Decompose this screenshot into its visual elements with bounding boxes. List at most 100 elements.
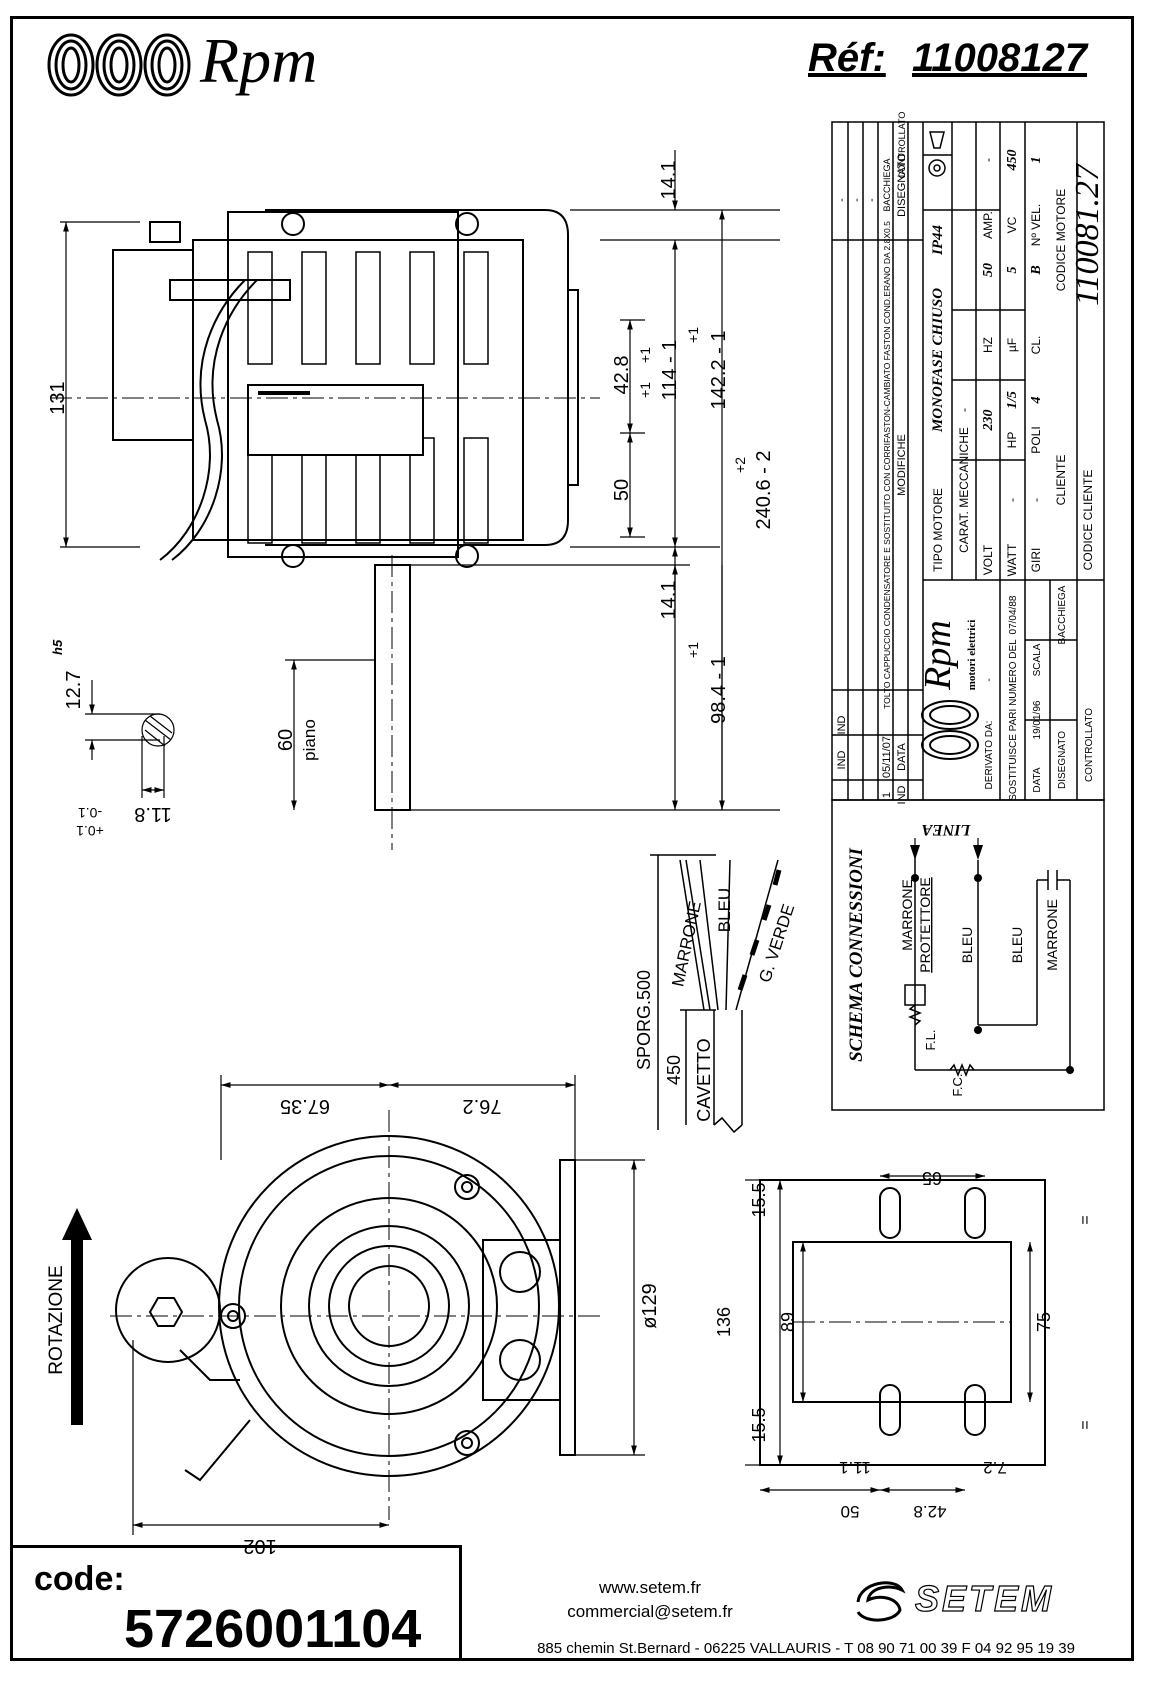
schema-marrone-2: MARRONE [1044, 899, 1060, 971]
cable-detail [650, 854, 779, 1134]
cable-verde: G. VERDE [755, 902, 798, 985]
cable-sporg: SPORG.500 [634, 970, 654, 1070]
drawing-frame [10, 16, 1134, 1661]
rev-dash-3: - [866, 198, 878, 202]
label-cl: CL. [1029, 336, 1043, 355]
schema-bleu-2: BLEU [1009, 927, 1025, 964]
label-cliente: CLIENTE [1054, 455, 1068, 506]
label-codice-motore: CODICE MOTORE [1054, 189, 1068, 291]
code-box [10, 1545, 462, 1661]
title-block [831, 121, 1105, 801]
rev-header-controllato: CONTROLLATO [897, 112, 907, 179]
value-disegnato: BACCHIEGA [1057, 585, 1068, 644]
titleblock-coil-logo [921, 700, 979, 760]
code-number: 5726001104 [124, 1599, 422, 1659]
ref-label: Réf: [808, 36, 886, 80]
dim-136: 136 [714, 1307, 734, 1337]
value-cl: B [1029, 265, 1044, 275]
dim-67-35: 67.35 [280, 1095, 330, 1117]
schema-title: SCHEMA CONNESSIONI [846, 847, 867, 1061]
motor-front-view [115, 1135, 576, 1482]
value-hp: 1/5 [1005, 391, 1020, 409]
label-hp: HP [1005, 432, 1019, 449]
carat-dash: - [957, 408, 971, 412]
value-poli: 4 [1029, 397, 1044, 405]
website-link[interactable]: www.setem.fr [598, 1578, 702, 1597]
dim-eq-bottom: = [1077, 1420, 1094, 1429]
dim-42-8-tol: +1 [637, 347, 653, 363]
dim-240-6: 240.6 - 2 [753, 451, 775, 530]
address: 885 chemin St.Bernard - 06225 VALLAURIS … [537, 1640, 1075, 1657]
value-codice-motore: 110081.27 [1069, 162, 1106, 306]
titleblock-rpm: Rpm [917, 620, 959, 691]
schema-bleu-1: BLEU [959, 927, 975, 964]
connection-schema-box [831, 799, 1105, 1111]
dim-piano: piano [300, 719, 319, 761]
dim-11-8-tol-a: -0.1 [78, 805, 102, 821]
dim-15-5-bottom: 15.5 [749, 1407, 769, 1442]
projection-symbol-icon [928, 131, 946, 177]
label-sostituisce: SOSTITUISCE PARI NUMERO DEL [1008, 639, 1019, 801]
cable-450: 450 [664, 1055, 684, 1085]
rev1-text: TOLTO CAPPUCCIO CONDENSATORE E SOSTITUIT… [882, 221, 892, 709]
label-volt: VOLT [981, 544, 995, 575]
dim-42-8: 42.8 [611, 356, 633, 395]
label-codice-cliente: CODICE CLIENTE [1081, 470, 1095, 571]
motor-side-view [112, 209, 579, 811]
label-carat: CARAT. MECCANICHE [957, 427, 971, 553]
dim-42-8-b: 42.8 [913, 1502, 946, 1521]
rotation-arrow-icon [62, 1208, 92, 1425]
value-derivato: - [984, 678, 995, 681]
cable-bleu: BLEU [715, 888, 734, 932]
value-amp: - [981, 158, 995, 162]
dim-142-2-tol: +1 [685, 327, 701, 343]
label-hz: HZ [981, 337, 995, 353]
dim-50: 50 [611, 479, 633, 501]
rev-header-ind: IND [836, 715, 848, 734]
rev1-date: 05/11/07 [881, 736, 893, 778]
schema-fc: F.C. [950, 1073, 965, 1096]
label-watt: WATT [1005, 543, 1019, 576]
label-tipo-motore: TIPO MOTORE [931, 488, 945, 572]
dim-11-8: 11.8 [134, 803, 171, 825]
dim-114-tol: +1 [637, 382, 653, 398]
dim-12-7: 12.7 [63, 671, 85, 710]
label-controllato: CONTROLLATO [1084, 708, 1095, 782]
email-link[interactable]: commercial@setem.fr [567, 1602, 733, 1621]
dim-142-2: 142.2 - 1 [708, 331, 730, 410]
dim-14-1-top: 14.1 [658, 161, 680, 200]
dim-eq-top: = [1077, 1215, 1094, 1224]
dim-65: 65 [922, 1168, 942, 1188]
label-amp: AMP. [981, 211, 995, 239]
label-disegnato: DISEGNATO [1057, 731, 1068, 789]
rev-dash-2: - [851, 198, 863, 202]
shaft-h5: h5 [50, 639, 65, 655]
value-vc: 450 [1005, 150, 1020, 172]
label-scala: SCALA [1032, 643, 1043, 676]
rev-header-data: DATA [896, 742, 908, 770]
shaft-section-detail [85, 680, 175, 798]
dim-50-b: 50 [841, 1502, 860, 1521]
dim-7-2: 7.2 [983, 1458, 1007, 1477]
brand-name: Rpm [200, 25, 318, 96]
dim-114: 114 - 1 [659, 340, 681, 401]
value-data: 19/01/96 [1032, 700, 1043, 739]
schema-protettore: PROTETTORE [917, 877, 933, 972]
dim-240-6-tol: +2 [732, 457, 748, 473]
dim-98-4-tol: +1 [685, 642, 701, 658]
dim-60: 60 [275, 729, 297, 751]
label-nvel: Nº VEL. [1029, 204, 1043, 246]
dim-129: ø129 [639, 1283, 661, 1329]
dim-76-2: 76.2 [463, 1095, 502, 1117]
value-giri: - [1029, 498, 1043, 502]
rev-header-disegnato: DISEGNATO [896, 153, 908, 217]
dim-11-8-tol-b: +0.1 [76, 823, 104, 839]
value-tipo-motore: MONOFASE CHIUSO [930, 288, 946, 433]
dim-98-4: 98.4 - 1 [708, 656, 730, 724]
value-uf: 5 [1005, 267, 1020, 274]
rev-header-ind-3: IND [896, 785, 908, 804]
label-vc: VC [1005, 216, 1019, 233]
rotation-label: ROTAZIONE [46, 1265, 67, 1374]
cable-cavetto: CAVETTO [694, 1038, 714, 1121]
